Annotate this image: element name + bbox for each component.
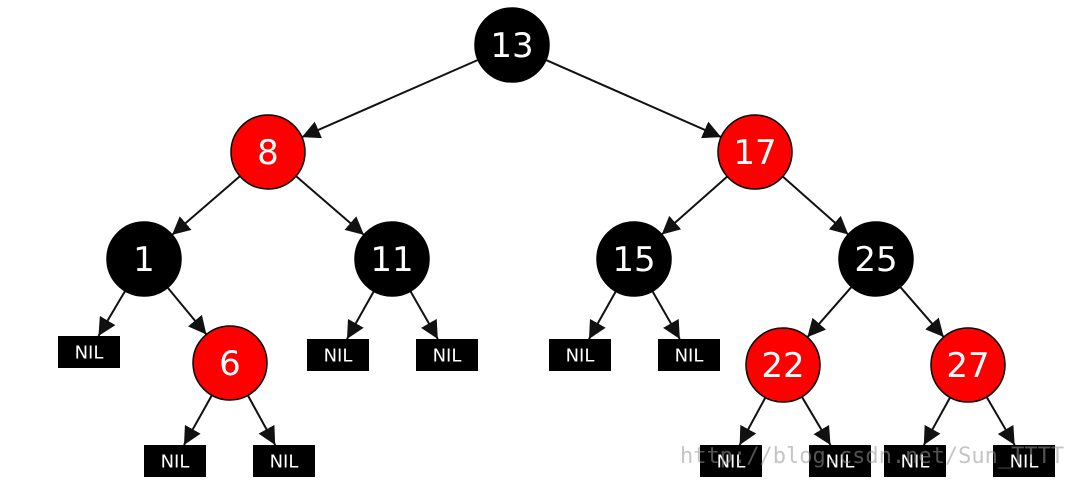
black-node-circle [474, 7, 550, 83]
tree-node-25: 25 [838, 221, 914, 297]
nil-leaf: NIL [549, 339, 611, 371]
edge-arrow [588, 290, 617, 340]
tree-node-1: 1 [106, 221, 182, 297]
red-node-circle [930, 327, 1006, 403]
edge-arrow [545, 58, 722, 139]
nil-label: NIL [566, 346, 595, 367]
node-label: 27 [946, 346, 989, 386]
node-label: 8 [257, 133, 279, 173]
watermark-text: http://blog.csdn.net/Sun_TTTT [680, 444, 1065, 469]
nil-label: NIL [675, 346, 704, 367]
edge-arrow [183, 394, 213, 446]
nil-leaf: NIL [307, 339, 369, 371]
nil-box [993, 445, 1055, 477]
nil-label: NIL [717, 452, 746, 473]
red-node-circle [192, 325, 268, 401]
nil-leaf: NIL [993, 445, 1055, 477]
red-node-circle [745, 327, 821, 403]
edges-layer [97, 58, 1016, 446]
nil-box [307, 339, 369, 371]
edge-arrow [782, 175, 849, 236]
nil-label: NIL [826, 452, 855, 473]
black-node-circle [838, 221, 914, 297]
node-label: 15 [612, 240, 655, 280]
tree-node-22: 22 [745, 327, 821, 403]
node-label: 11 [370, 240, 413, 280]
edge-arrow [922, 396, 951, 446]
edge-arrow [985, 396, 1016, 446]
tree-node-8: 8 [230, 114, 306, 190]
node-label: 22 [761, 346, 804, 386]
node-label: 17 [733, 133, 776, 173]
nil-label: NIL [324, 346, 353, 367]
edge-arrow [651, 290, 681, 340]
red-node-circle [230, 114, 306, 190]
nil-label: NIL [161, 452, 190, 473]
tree-node-15: 15 [596, 221, 672, 297]
edge-arrow [171, 175, 241, 236]
nil-box [700, 445, 762, 477]
nil-label: NIL [75, 343, 104, 364]
tree-node-17: 17 [717, 114, 793, 190]
edge-arrow [806, 286, 853, 338]
nil-label: NIL [901, 452, 930, 473]
edge-arrow [801, 396, 832, 446]
edge-arrow [301, 58, 479, 139]
node-label: 1 [133, 240, 155, 280]
edge-arrow [295, 175, 365, 236]
edge-arrow [661, 175, 728, 236]
edge-arrow [346, 290, 375, 340]
edge-arrow [246, 394, 277, 446]
nil-leaf: NIL [884, 445, 946, 477]
nil-box [58, 336, 120, 368]
edge-arrow [97, 290, 127, 337]
node-label: 25 [854, 240, 897, 280]
nil-leaf: NIL [58, 336, 120, 368]
nil-box [549, 339, 611, 371]
nil-label: NIL [433, 346, 462, 367]
nil-leaf: NIL [144, 445, 206, 477]
nil-box [658, 339, 720, 371]
tree-node-11: 11 [354, 221, 430, 297]
nil-box [809, 445, 871, 477]
nil-box [884, 445, 946, 477]
tree-node-13: 13 [474, 7, 550, 83]
edge-arrow [409, 290, 439, 340]
edge-arrow [738, 397, 767, 446]
nil-leaf: NIL [700, 445, 762, 477]
black-node-circle [354, 221, 430, 297]
nil-box [416, 339, 478, 371]
black-node-circle [106, 221, 182, 297]
nil-label: NIL [270, 452, 299, 473]
node-label: 13 [490, 26, 533, 66]
edge-arrow [166, 286, 208, 336]
nil-leaf: NIL [253, 445, 315, 477]
tree-node-6: 6 [192, 325, 268, 401]
nil-leaf: NIL [416, 339, 478, 371]
nil-leaf: NIL [809, 445, 871, 477]
nil-label: NIL [1010, 452, 1039, 473]
nil-box [253, 445, 315, 477]
nil-box [144, 445, 206, 477]
black-node-circle [596, 221, 672, 297]
node-label: 6 [219, 344, 241, 384]
nil-leaf: NIL [658, 339, 720, 371]
red-node-circle [717, 114, 793, 190]
edge-arrow [899, 286, 945, 338]
tree-node-27: 27 [930, 327, 1006, 403]
